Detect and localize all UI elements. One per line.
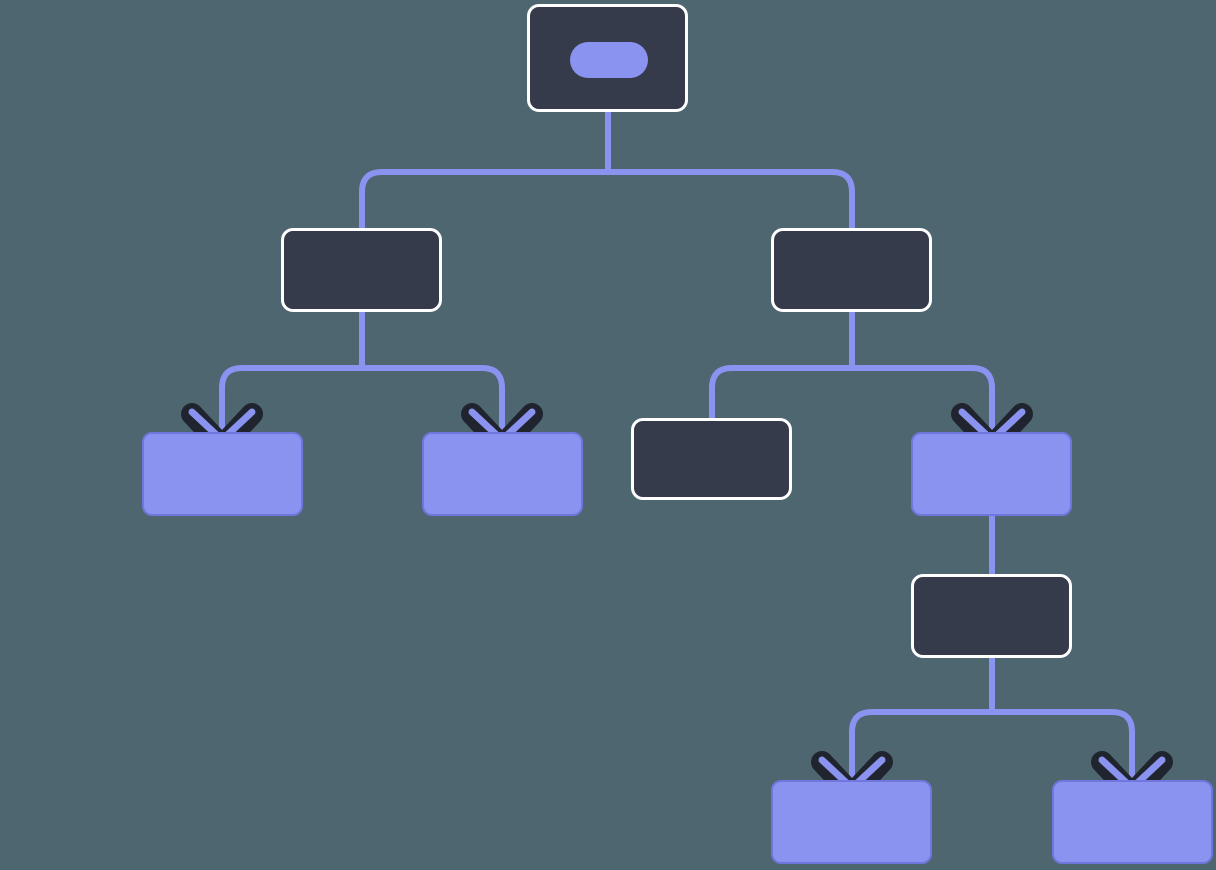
edge-l1r-to-c (709, 365, 852, 418)
node-l2-d[interactable] (911, 432, 1072, 516)
node-l4-a[interactable] (771, 780, 932, 864)
node-l1-left[interactable] (281, 228, 442, 312)
edge-l1l-to-b (362, 365, 505, 432)
edge-root-split-left (359, 169, 608, 232)
node-l1-right[interactable] (771, 228, 932, 312)
node-l2-b[interactable] (422, 432, 583, 516)
edge-l3a-to-l4b (992, 709, 1135, 780)
edge-l1r-to-d (852, 365, 995, 432)
node-l2-a[interactable] (142, 432, 303, 516)
node-l2-c[interactable] (631, 418, 792, 500)
edge-l1l-to-a (219, 365, 362, 432)
node-l3-a[interactable] (911, 574, 1072, 658)
node-root-pill (570, 42, 648, 78)
edge-root-split-right (608, 169, 855, 232)
edge-l3a-to-l4a (849, 709, 992, 780)
node-l4-b[interactable] (1052, 780, 1213, 864)
node-root[interactable] (527, 4, 688, 112)
